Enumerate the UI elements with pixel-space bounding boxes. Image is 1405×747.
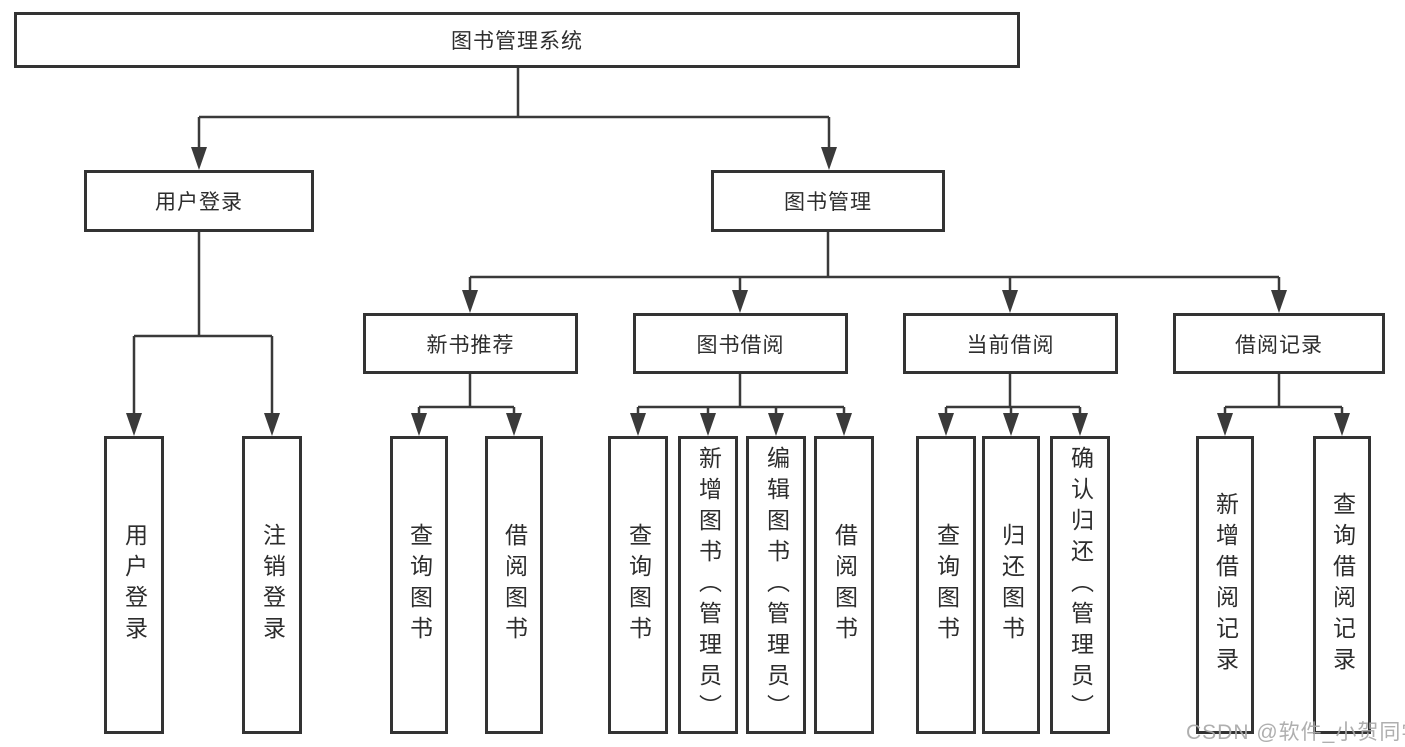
leaf-logout: 注销登录 xyxy=(242,436,302,734)
arrowheads xyxy=(126,147,1350,436)
node-book-borrowing: 图书借阅 xyxy=(633,313,848,374)
node-current-borrowing: 当前借阅 xyxy=(903,313,1118,374)
leaf-query-books-borrowing: 查询图书 xyxy=(608,436,668,734)
node-borrowing-records: 借阅记录 xyxy=(1173,313,1385,374)
leaf-edit-books-admin: 编辑图书（管理员） xyxy=(746,436,806,734)
node-book-management-branch: 图书管理 xyxy=(711,170,945,232)
node-new-book-recommend: 新书推荐 xyxy=(363,313,578,374)
node-user-login-branch: 用户登录 xyxy=(84,170,314,232)
node-root-system: 图书管理系统 xyxy=(14,12,1020,68)
leaf-query-books-current: 查询图书 xyxy=(916,436,976,734)
leaf-add-borrow-record: 新增借阅记录 xyxy=(1196,436,1254,734)
leaf-return-books: 归还图书 xyxy=(982,436,1040,734)
leaf-query-borrow-record: 查询借阅记录 xyxy=(1313,436,1371,734)
leaf-borrow-books: 借阅图书 xyxy=(814,436,874,734)
leaf-borrow-books-recommend: 借阅图书 xyxy=(485,436,543,734)
leaf-confirm-return-admin: 确认归还（管理员） xyxy=(1050,436,1110,734)
leaf-add-books-admin: 新增图书（管理员） xyxy=(678,436,738,734)
leaf-user-login: 用户登录 xyxy=(104,436,164,734)
csdn-watermark: CSDN @软件_小贺同学 xyxy=(1186,721,1405,744)
leaf-query-books-recommend: 查询图书 xyxy=(390,436,448,734)
